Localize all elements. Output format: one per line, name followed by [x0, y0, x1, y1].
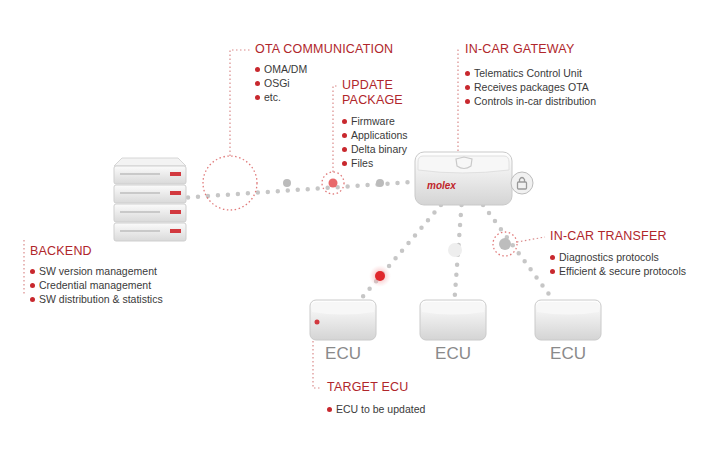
heading: UPDATE PACKAGE [342, 78, 412, 108]
ecu-body [310, 300, 376, 340]
heading: OTA COMMUNICATION [255, 42, 393, 57]
bullet-item: Controls in-car distribution [465, 94, 596, 108]
bullet-item: OSGi [255, 76, 290, 90]
gateway-top [418, 156, 509, 173]
callout-circle [322, 172, 344, 194]
leader-line [333, 86, 337, 172]
ecu-top [422, 302, 484, 315]
bullet-item: SW distribution & statistics [30, 292, 163, 306]
bullet-item: OMA/DM [255, 62, 307, 76]
bullet-item: Delta binary [342, 142, 407, 156]
gateway-node: IN-CAR GATEWAYTelematics Control UnitRec… [415, 152, 512, 205]
server-led [170, 191, 181, 195]
callout-circle [493, 232, 517, 256]
ecu-top [312, 302, 374, 315]
heading: IN-CAR GATEWAY [465, 42, 575, 57]
server-top [114, 158, 186, 166]
bullet-item: SW version management [30, 264, 157, 278]
server-led [170, 172, 181, 176]
packet-dot [448, 243, 462, 257]
brand-logo: molex [427, 179, 456, 193]
ecu-node: ECU [420, 300, 486, 340]
leader-line [517, 237, 545, 242]
dotted-connector [483, 205, 553, 300]
bullet-item: Efficient & secure protocols [550, 264, 686, 278]
bullet-item: Credential management [30, 278, 151, 292]
heading: BACKEND [30, 244, 92, 259]
leader-line [313, 341, 322, 388]
ecu-body [420, 300, 486, 340]
target-dot [375, 271, 385, 281]
bullet-item: etc. [255, 90, 281, 104]
ecu-node: ECU [535, 300, 601, 340]
server-slab [114, 223, 186, 241]
server-groove [120, 211, 160, 213]
ecu-label: ECU [535, 344, 601, 364]
gateway-box [415, 152, 533, 205]
gateway-body [415, 152, 512, 205]
server-stack [114, 158, 186, 241]
ecu-top [537, 302, 599, 315]
packet-dot [376, 179, 384, 187]
leader-line [23, 240, 24, 296]
server-led [170, 210, 181, 214]
transfer-dot [499, 238, 511, 250]
server-groove [120, 173, 160, 175]
ecu-label: ECU [310, 344, 376, 364]
leader-line [458, 50, 461, 151]
ecu-led [315, 320, 320, 325]
bullet-item: ECU to be updated [327, 402, 425, 416]
callout-circle [203, 156, 257, 210]
bullet-item: Applications [342, 128, 408, 142]
ecu-boxes [310, 300, 601, 340]
package-dot [329, 179, 338, 188]
target-halo [369, 265, 391, 287]
server-node: BACKENDSW version managementCredential m… [112, 158, 188, 242]
bullet-item: Files [342, 156, 373, 170]
server-groove [120, 192, 160, 194]
bullet-item: Receives packages OTA [465, 80, 589, 94]
server-slab [114, 185, 186, 203]
server-slab [114, 204, 186, 222]
shield-logo [456, 157, 472, 169]
bullet-item: Diagnostics protocols [550, 250, 659, 264]
server-groove [120, 230, 160, 232]
bullet-item: Telematics Control Unit [465, 66, 582, 80]
heading: TARGET ECU [327, 380, 408, 395]
lock-badge [511, 172, 533, 194]
ecu-body [535, 300, 601, 340]
leader-line [230, 50, 250, 156]
bullet-item: Firmware [342, 114, 395, 128]
lock-icon [518, 182, 527, 189]
server-slab [114, 166, 186, 184]
ecu-label: ECU [420, 344, 486, 364]
ecu-node: ECU [310, 300, 376, 340]
dotted-connector [360, 205, 441, 300]
lock-shackle [520, 178, 525, 183]
heading: IN-CAR TRANSFER [550, 229, 667, 244]
server-led [170, 229, 181, 233]
packet-dot [283, 179, 291, 187]
